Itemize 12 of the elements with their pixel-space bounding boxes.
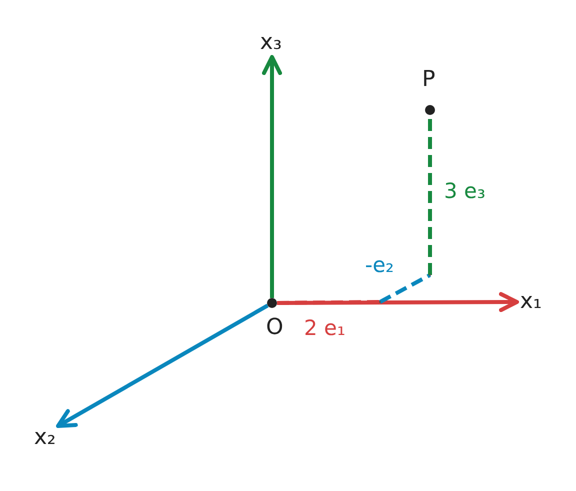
dashed-line [379, 273, 431, 304]
axis-label: x₃ [260, 31, 282, 55]
arrow [262, 55, 282, 298]
point-label: O [266, 316, 284, 340]
axis-label: x₁ [520, 290, 542, 314]
arrow [56, 304, 269, 428]
edge-label: -e₂ [365, 253, 394, 277]
point-label: P [422, 68, 436, 92]
edge-label: 3 e₃ [444, 179, 486, 203]
edge-label: 2 e₁ [304, 316, 346, 340]
dashed-line [276, 300, 380, 305]
axis-label: x₂ [34, 426, 56, 450]
